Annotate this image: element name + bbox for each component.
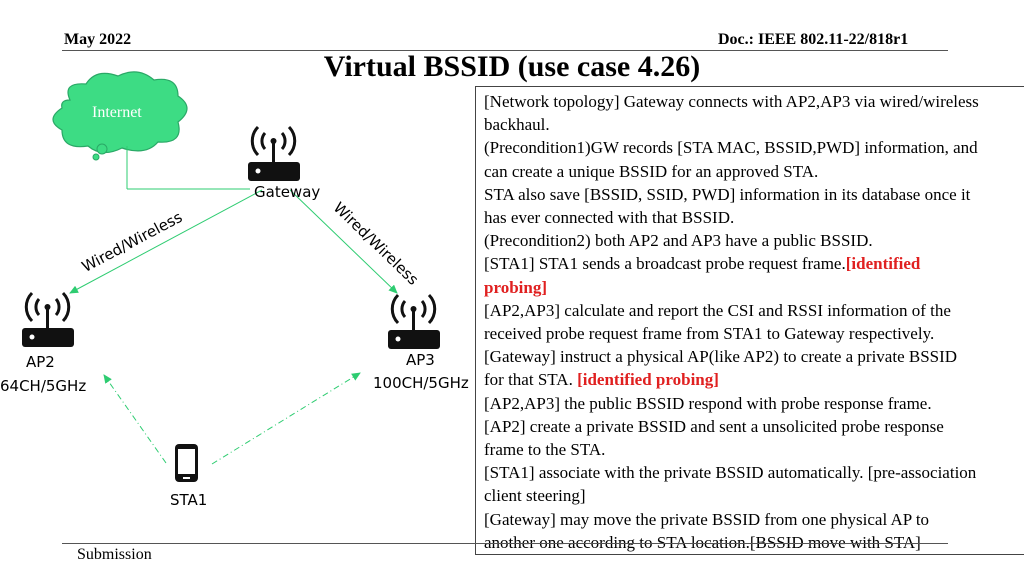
description-text: [STA1] associate with the private BSSID …: [484, 463, 977, 483]
description-line: [Gateway] may move the private BSSID fro…: [484, 508, 1024, 531]
description-text: [STA1] STA1 sends a broadcast probe requ…: [484, 254, 846, 274]
internet-cloud-icon: [52, 71, 188, 161]
description-line: backhaul.: [484, 113, 1024, 136]
description-text: backhaul.: [484, 115, 550, 135]
ap2-name: AP2: [26, 353, 55, 371]
description-line: [AP2] create a private BSSID and sent a …: [484, 415, 1024, 438]
description-line: for that STA. [identified probing]: [484, 368, 1024, 391]
description-line: STA also save [BSSID, SSID, PWD] informa…: [484, 183, 1024, 206]
description-line: [STA1] associate with the private BSSID …: [484, 461, 1024, 484]
gateway-ap3-link: [289, 189, 398, 294]
description-line: client steering]: [484, 484, 1024, 507]
description-line: [STA1] STA1 sends a broadcast probe requ…: [484, 252, 1024, 275]
description-text: [AP2,AP3] calculate and report the CSI a…: [484, 300, 951, 320]
description-line: (Precondition2) both AP2 and AP3 have a …: [484, 229, 1024, 252]
description-textbox: [Network topology] Gateway connects with…: [475, 86, 1024, 555]
description-text: [Gateway] may move the private BSSID fro…: [484, 509, 930, 529]
description-text: can create a unique BSSID for an approve…: [484, 161, 819, 181]
description-line: has ever connected with that BSSID.: [484, 206, 1024, 229]
gateway-ap2-link: [69, 189, 263, 294]
description-text: client steering]: [484, 486, 586, 506]
description-text: [Network topology] Gateway connects with…: [484, 92, 979, 111]
description-text: another one according to STA location.[B…: [484, 532, 921, 552]
ap3-name: AP3: [406, 351, 435, 369]
description-line: frame to the STA.: [484, 438, 1024, 461]
gateway-label: Gateway: [254, 183, 321, 201]
description-text: for that STA.: [484, 370, 578, 390]
sta-ap2-probe-line: [103, 374, 167, 464]
ap2-channel: 64CH/5GHz: [0, 377, 87, 395]
description-text: frame to the STA.: [484, 440, 606, 460]
highlight-tag: probing]: [484, 277, 547, 297]
footer-rule: [62, 543, 948, 544]
description-line: [AP2,AP3] the public BSSID respond with …: [484, 392, 1024, 415]
sta-phone-icon: [175, 444, 198, 482]
sta-ap3-probe-line: [211, 372, 361, 465]
header-rule: [62, 50, 948, 51]
description-text: (Precondition2) both AP2 and AP3 have a …: [484, 231, 873, 251]
description-line: (Precondition1)GW records [STA MAC, BSSI…: [484, 136, 1024, 159]
description-text: [AP2,AP3] the public BSSID respond with …: [484, 393, 932, 413]
highlight-tag: [identified probing]: [577, 370, 719, 390]
description-line: [Network topology] Gateway connects with…: [484, 90, 1024, 113]
description-text: received probe request frame from STA1 t…: [484, 324, 935, 344]
description-text: [AP2] create a private BSSID and sent a …: [484, 416, 944, 436]
description-line: received probe request frame from STA1 t…: [484, 322, 1024, 345]
description-text: (Precondition1)GW records [STA MAC, BSSI…: [484, 138, 978, 158]
sta-label: STA1: [170, 491, 208, 509]
header-date: May 2022: [64, 31, 132, 48]
description-line: another one according to STA location.[B…: [484, 531, 1024, 554]
header-doc-id: Doc.: IEEE 802.11-22/818r1: [718, 31, 909, 48]
description-line: [AP2,AP3] calculate and report the CSI a…: [484, 299, 1024, 322]
gateway-router-icon: [248, 125, 300, 181]
ap3-channel: 100CH/5GHz: [373, 374, 469, 392]
footer-submission: Submission: [77, 546, 152, 563]
ap2-router-icon: [22, 291, 74, 347]
description-text: has ever connected with that BSSID.: [484, 208, 735, 228]
description-line: can create a unique BSSID for an approve…: [484, 160, 1024, 183]
description-line: [Gateway] instruct a physical AP(like AP…: [484, 345, 1024, 368]
description-line: probing]: [484, 276, 1024, 299]
highlight-tag: [identified: [845, 254, 921, 274]
description-text: STA also save [BSSID, SSID, PWD] informa…: [484, 184, 971, 204]
slide-title: Virtual BSSID (use case 4.26): [323, 50, 701, 83]
description-text: [Gateway] instruct a physical AP(like AP…: [484, 347, 958, 367]
ap3-router-icon: [388, 293, 440, 349]
internet-label: Internet: [92, 104, 142, 121]
